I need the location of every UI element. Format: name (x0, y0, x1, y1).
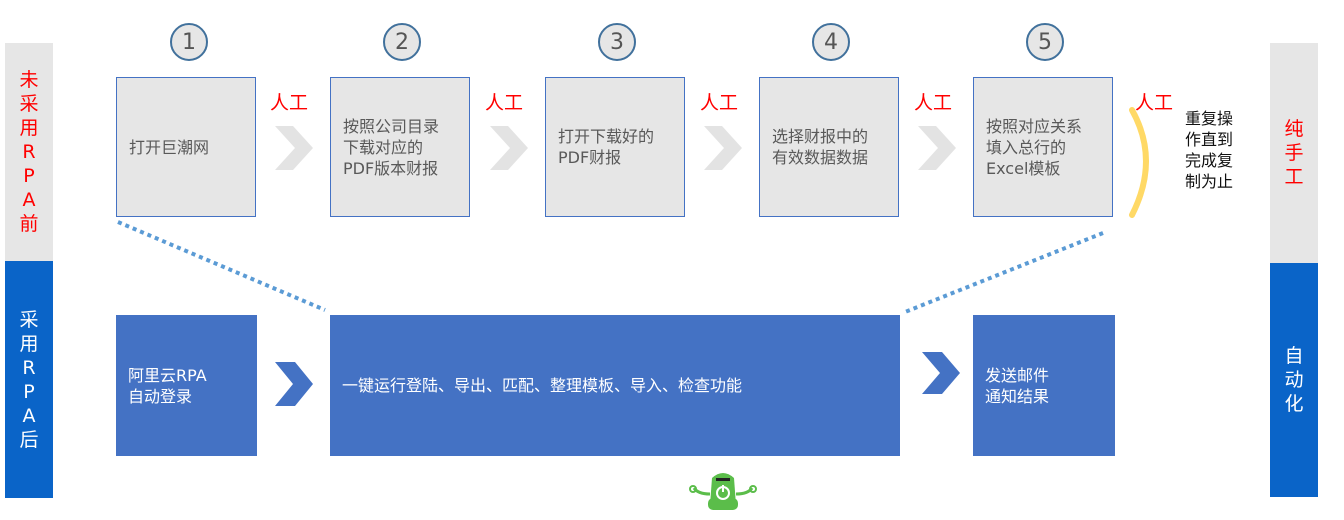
chevron-arrow-icon (704, 126, 742, 170)
manual-tag-5: 人工 (1135, 92, 1174, 114)
before-rpa-text: 未采用RPA前 (19, 69, 39, 235)
before-rpa-label: 未采用RPA前 (5, 43, 53, 261)
step-box-5: 按照对应关系 填入总行的 Excel模板 (973, 77, 1113, 217)
step-number-1: 1 (170, 23, 208, 61)
step-number-5: 5 (1026, 23, 1064, 61)
auto-label: 自动化 (1270, 263, 1318, 497)
auto-text: 自动化 (1284, 345, 1304, 415)
step-box-4: 选择财报中的 有效数据数据 (759, 77, 899, 217)
robot-logo-icon (689, 473, 757, 510)
manual-text: 纯手工 (1284, 118, 1304, 188)
rpa-run-box: 一键运行登陆、导出、匹配、整理模板、导入、检查功能 (330, 315, 900, 456)
after-rpa-label: 采用RPA后 (5, 261, 53, 498)
step-number-2: 2 (383, 23, 421, 61)
chevron-arrow-icon (918, 126, 956, 170)
rpa-notify-box: 发送邮件 通知结果 (973, 315, 1115, 456)
manual-tag-1: 人工 (270, 92, 309, 114)
step-box-2: 按照公司目录 下载对应的 PDF版本财报 (330, 77, 470, 217)
step-box-3: 打开下载好的 PDF财报 (545, 77, 685, 217)
manual-label: 纯手工 (1270, 43, 1318, 263)
step-box-1: 打开巨潮网 (116, 77, 256, 217)
rpa-login-box: 阿里云RPA 自动登录 (116, 315, 257, 456)
step-number-4: 4 (812, 23, 850, 61)
chevron-arrow-icon (490, 126, 528, 170)
chevron-arrow-icon (922, 352, 960, 394)
chevron-arrow-icon (275, 362, 313, 406)
repeat-note: 重复操 作直到 完成复 制为止 (1185, 109, 1234, 191)
after-rpa-text: 采用RPA后 (19, 308, 39, 451)
step-number-3: 3 (598, 23, 636, 61)
chevron-arrow-icon (275, 126, 313, 170)
manual-tag-4: 人工 (914, 92, 953, 114)
repeat-arc-icon (1129, 107, 1149, 218)
manual-tag-3: 人工 (700, 92, 739, 114)
manual-tag-2: 人工 (485, 92, 524, 114)
